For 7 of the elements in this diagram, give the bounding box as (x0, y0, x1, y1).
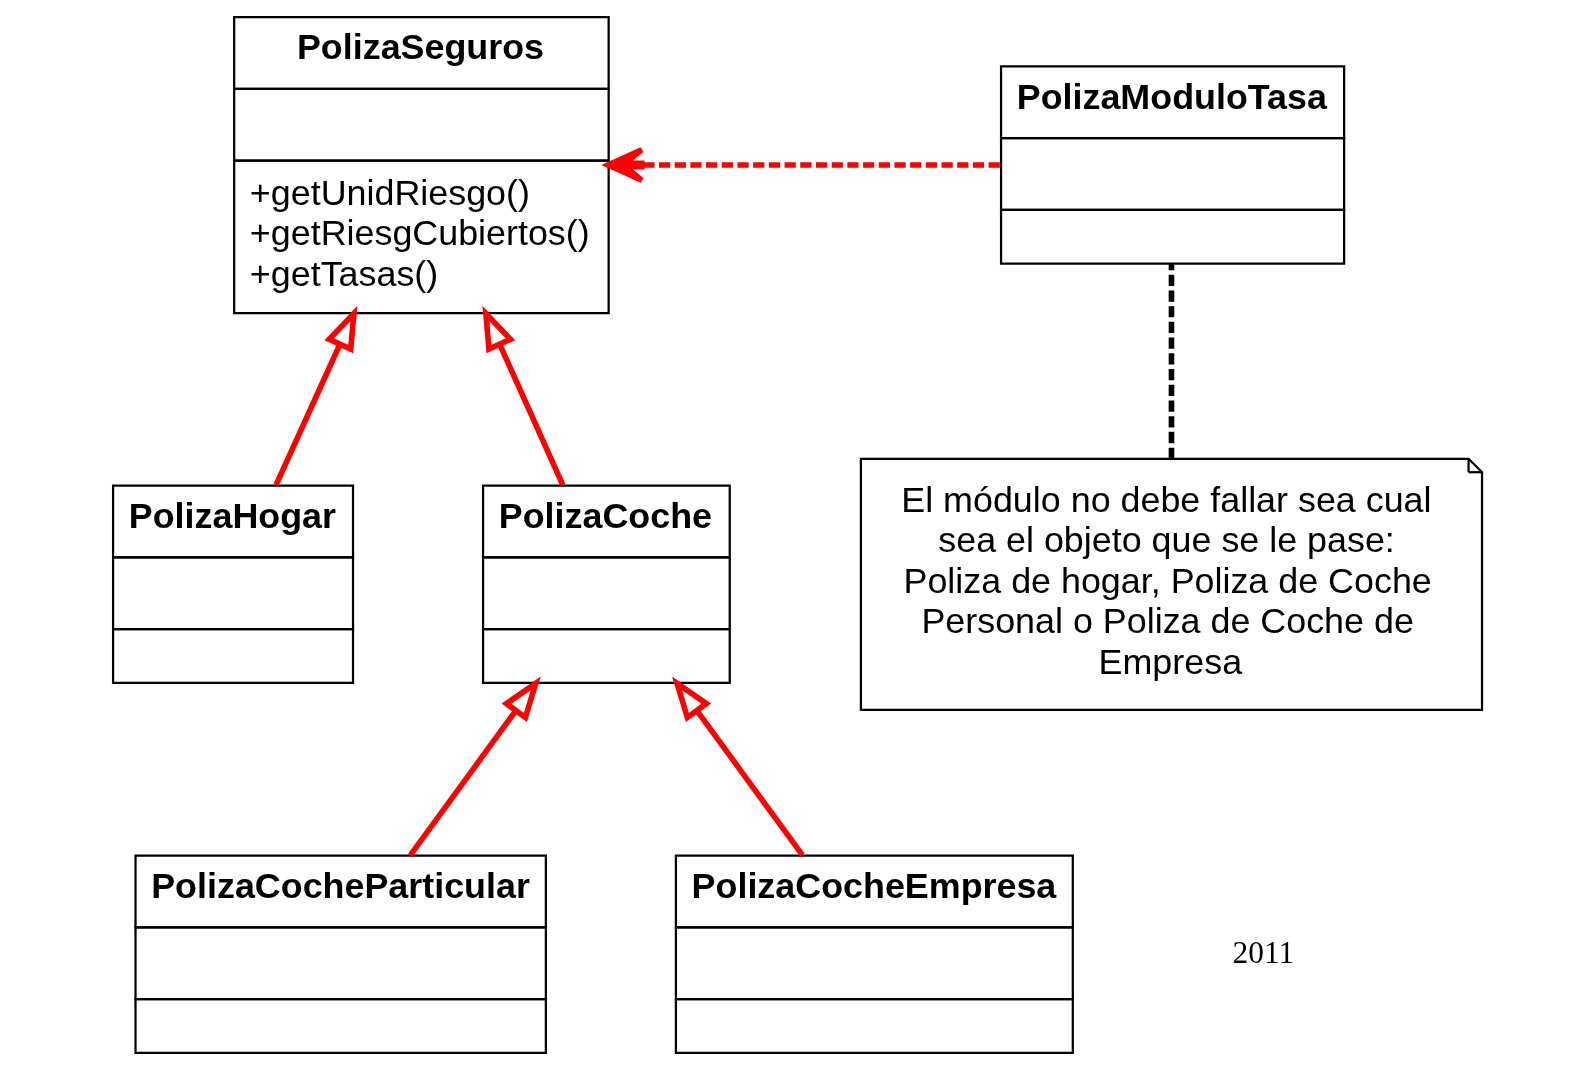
connector (1168, 263, 1174, 459)
label: 2011 (1232, 934, 1294, 970)
arrow (407, 676, 541, 857)
arrow (481, 305, 565, 486)
arrow (604, 147, 1000, 183)
arrow (273, 305, 357, 486)
arrow (671, 676, 805, 857)
